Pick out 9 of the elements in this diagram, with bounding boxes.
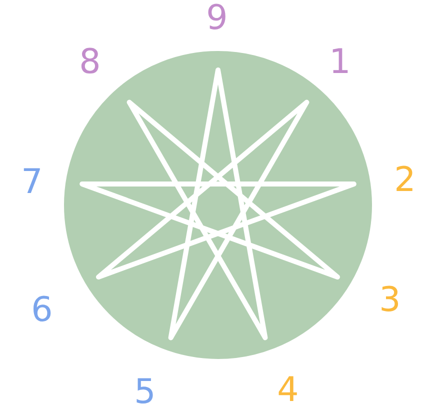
number-label: 6 [31, 293, 53, 327]
number-label: 3 [379, 283, 401, 317]
number-label: 2 [394, 163, 416, 197]
number-label: 9 [206, 1, 228, 35]
number-label: 7 [21, 165, 43, 199]
number-label: 8 [79, 45, 101, 79]
number-label: 4 [277, 373, 299, 407]
number-label: 1 [329, 45, 351, 79]
number-label: 5 [134, 375, 156, 409]
